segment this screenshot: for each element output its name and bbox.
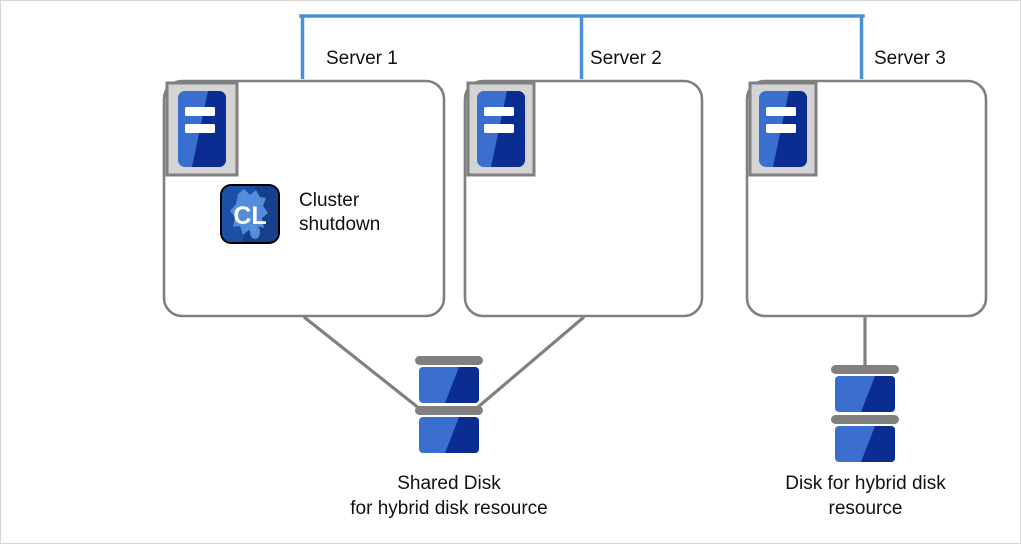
server-rack-icon-3 xyxy=(748,81,818,177)
cluster-cl-icon: CL xyxy=(220,184,280,244)
shared-disk-icon xyxy=(415,356,483,453)
server-rack-icon-1 xyxy=(165,81,239,177)
disk-connectors xyxy=(303,315,867,415)
network-bus xyxy=(299,14,865,79)
svg-text:CL: CL xyxy=(233,202,266,230)
disk-icon xyxy=(831,365,899,462)
server-rack-icon-2 xyxy=(466,81,536,177)
